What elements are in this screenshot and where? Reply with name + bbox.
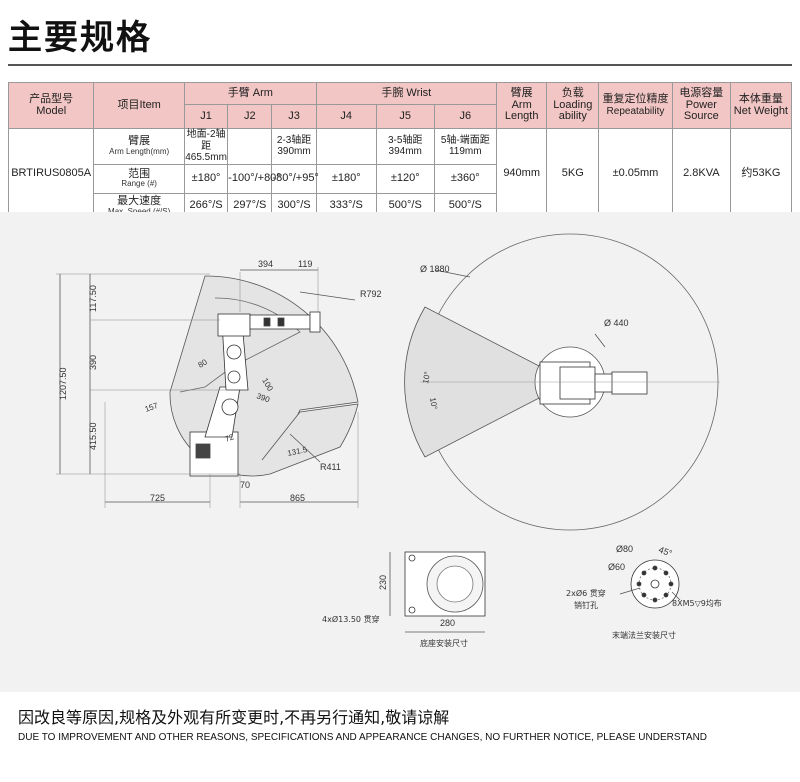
flange-caption: 末端法兰安装尺寸: [612, 630, 676, 640]
dim-d60: Ø60: [608, 562, 625, 572]
angle-157: 157: [144, 401, 160, 414]
dim-280: 280: [440, 618, 455, 628]
header-j5: J5: [375, 104, 435, 129]
repeatability-value: ±0.05mm: [598, 128, 673, 220]
arm-length-j2: [227, 128, 273, 165]
top-view-labels: Ø 1880 Ø 440 10° 10°: [420, 264, 629, 410]
dim-r792: R792: [360, 289, 382, 299]
arm-length-value: 940mm: [495, 128, 548, 220]
base-mount-labels: 230 280 4xØ13.50 贯穿 底座安装尺寸: [322, 575, 468, 648]
dim-394: 394: [258, 259, 273, 269]
header-j1: J1: [183, 104, 229, 129]
arm-length-j4: [315, 128, 377, 165]
dim-1207: 1207.50: [58, 367, 68, 400]
header-j4: J4: [315, 104, 377, 129]
top-view: [404, 233, 720, 531]
dim-d80: Ø80: [616, 544, 633, 554]
weight-value: 约53KG: [729, 128, 793, 220]
footer-notice-en: DUE TO IMPROVEMENT AND OTHER REASONS, SP…: [18, 732, 708, 743]
dim-865: 865: [290, 493, 305, 503]
side-view-labels: 394 119 R792 117.50 390 415.50 1207.50 8…: [58, 259, 382, 503]
angle-10-top: 10°: [421, 371, 432, 384]
drawing-svg: 394 119 R792 117.50 390 415.50 1207.50 8…: [56, 233, 722, 648]
range-j2: -100°/+80°: [227, 163, 281, 194]
title-divider: [8, 64, 792, 66]
dim-1880: Ø 1880: [420, 264, 450, 274]
dim-holes: 4xØ13.50 贯穿: [322, 614, 380, 624]
dim-230: 230: [378, 575, 388, 590]
model-cell: BRTIRUS0805A: [7, 128, 95, 220]
header-arm: 手臂 Arm: [183, 82, 317, 105]
dim-390-arc: 390: [255, 391, 271, 404]
robot-base: [189, 431, 239, 477]
dim-r411: R411: [320, 462, 341, 472]
technical-drawing: 394 119 R792 117.50 390 415.50 1207.50 8…: [0, 212, 800, 692]
range-j5: ±120°: [375, 163, 435, 194]
thread-spec: 8XM5▽9均布: [672, 598, 722, 608]
flange-view: [619, 559, 681, 609]
dim-390-v: 390: [88, 355, 98, 370]
pin-hole: 2xØ6 贯穿: [566, 588, 606, 598]
dim-119: 119: [298, 259, 312, 269]
angle-72: 72: [224, 432, 236, 444]
angle-131: 131.5: [287, 445, 309, 458]
load-value: 5KG: [546, 128, 600, 220]
base-connector: [195, 443, 211, 459]
footer-notice-cn: 因改良等原因,规格及外观有所变更时,不再另行通知,敬请谅解: [18, 708, 450, 727]
range-j4: ±180°: [315, 163, 377, 194]
header-wrist: 手腕 Wrist: [315, 82, 497, 105]
pin-hole-2: 销钉孔: [574, 600, 598, 610]
angle-10-bottom: 10°: [428, 397, 439, 410]
header-j2: J2: [227, 104, 273, 129]
header-j3: J3: [271, 104, 317, 129]
base-caption: 底座安装尺寸: [420, 638, 468, 648]
power-value: 2.8KVA: [671, 128, 731, 220]
header-j6: J6: [433, 104, 497, 129]
side-view: [56, 267, 359, 508]
dim-415: 415.50: [88, 422, 98, 450]
flange-labels: Ø80 45° Ø60 2xØ6 贯穿 销钉孔 8XM5▽9均布 末端法兰安装尺…: [566, 544, 722, 640]
angle-45: 45°: [657, 544, 674, 558]
range-j3: -80°/+95°: [271, 163, 319, 194]
base-mount-view: [389, 551, 486, 633]
dim-725: 725: [150, 493, 165, 503]
range-j6: ±360°: [433, 163, 497, 194]
range-j1: ±180°: [183, 163, 229, 194]
dim-117: 117.50: [88, 285, 98, 312]
dim-70: 70: [240, 480, 250, 490]
header-item: 项目Item: [93, 82, 185, 129]
dim-440: Ø 440: [604, 318, 629, 328]
page-title: 主要规格: [8, 18, 152, 58]
